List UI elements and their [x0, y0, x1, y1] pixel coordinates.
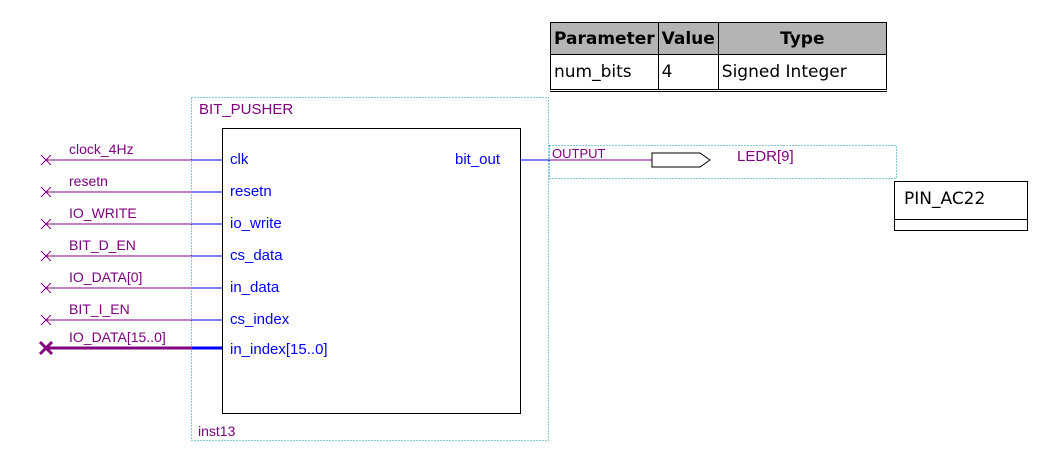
output-pin-frame — [549, 145, 897, 179]
parameter-value: 4 — [657, 54, 719, 92]
port-label-clk: clk — [230, 151, 249, 168]
input-wire-io-write[interactable] — [40, 218, 222, 230]
input-wire-clk[interactable] — [40, 154, 222, 166]
instance-frame — [191, 97, 549, 441]
parameter-table-header: Parameter Value Type — [550, 22, 887, 55]
port-label-resetn: resetn — [230, 183, 272, 200]
output-pin-type: OUTPUT — [552, 146, 606, 161]
input-wire-in-data[interactable] — [40, 282, 222, 294]
block-name: BIT_PUSHER — [199, 101, 294, 118]
signal-label-io-data-0: IO_DATA[0] — [69, 269, 143, 285]
signal-label-bit-i-en: BIT_I_EN — [69, 301, 130, 317]
header-value: Value — [657, 22, 719, 55]
signal-label-clock-4hz: clock_4Hz — [69, 141, 134, 157]
input-wire-cs-data[interactable] — [40, 250, 222, 262]
unconnected-marker-icon — [40, 282, 52, 294]
port-label-bit-out: bit_out — [455, 151, 501, 168]
header-parameter: Parameter — [550, 22, 659, 55]
parameter-type: Signed Integer — [717, 54, 887, 92]
block-body[interactable] — [222, 128, 521, 414]
input-wire-cs-index[interactable] — [40, 314, 222, 326]
instance-name: inst13 — [198, 423, 236, 439]
signal-label-io-write: IO_WRITE — [69, 205, 137, 221]
unconnected-bus-marker-icon — [38, 340, 54, 356]
signal-label-io-data-bus: IO_DATA[15..0] — [69, 329, 166, 345]
unconnected-marker-icon — [40, 314, 52, 326]
port-label-in-data: in_data — [230, 279, 280, 296]
parameter-row[interactable]: num_bits 4 Signed Integer — [550, 54, 887, 92]
pin-location-label: PIN_AC22 — [904, 189, 986, 209]
port-label-cs-data: cs_data — [230, 247, 283, 264]
unconnected-marker-icon — [40, 154, 52, 166]
unconnected-marker-icon — [40, 218, 52, 230]
signal-label-bit-d-en: BIT_D_EN — [69, 237, 136, 253]
header-type: Type — [717, 22, 887, 55]
signal-label-resetn: resetn — [69, 173, 108, 189]
unconnected-marker-icon — [40, 250, 52, 262]
pin-location-box[interactable]: PIN_AC22 — [894, 181, 1028, 231]
input-wire-resetn[interactable] — [40, 186, 222, 198]
parameter-table: Parameter Value Type num_bits 4 Signed I… — [550, 22, 887, 92]
port-label-in-index: in_index[15..0] — [230, 341, 328, 358]
pin-box-divider — [895, 219, 1027, 220]
port-label-io-write: io_write — [230, 215, 282, 232]
parameter-name: num_bits — [550, 54, 659, 92]
output-pin-name: LEDR[9] — [737, 148, 794, 165]
output-pin-arrow-icon[interactable] — [651, 152, 711, 168]
input-bus-in-index[interactable] — [38, 340, 222, 356]
port-label-cs-index: cs_index — [230, 311, 290, 328]
unconnected-marker-icon — [40, 186, 52, 198]
